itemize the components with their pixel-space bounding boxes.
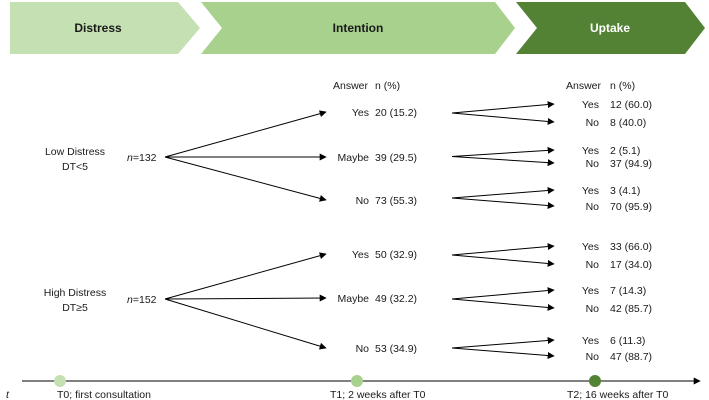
uptake-count: 70 (95.9) [610, 201, 652, 213]
intention-answer-header: Answer [333, 80, 369, 92]
uptake-count: 8 (40.0) [610, 117, 646, 129]
group-threshold: DT≥5 [62, 302, 88, 314]
uptake-arrow [451, 112, 555, 125]
uptake-arrow [451, 298, 555, 311]
uptake-answer: No [586, 201, 600, 213]
uptake-arrow [451, 287, 555, 300]
uptake-arrow [451, 254, 555, 267]
intention-answer: Maybe [337, 152, 369, 164]
uptake-count: 6 (11.3) [610, 335, 645, 347]
stage-uptake-label: Uptake [590, 21, 630, 35]
intention-arrow [164, 156, 327, 202]
intention-count: 53 (34.9) [375, 343, 417, 355]
group-threshold: DT<5 [62, 161, 88, 173]
uptake-count: 17 (34.0) [610, 259, 652, 271]
uptake-arrow [451, 347, 555, 359]
uptake-answer: Yes [582, 285, 599, 297]
group-n: n=152 [127, 294, 157, 306]
uptake-count: 33 (66.0) [610, 241, 652, 253]
uptake-answer: No [586, 117, 600, 129]
uptake-count: 42 (85.7) [610, 303, 652, 315]
intention-arrow [164, 298, 327, 350]
uptake-answer: No [586, 259, 600, 271]
uptake-answer: No [586, 351, 600, 363]
intention-arrow [164, 110, 327, 158]
uptake-answer: No [586, 303, 600, 315]
intention-answer: Yes [352, 107, 369, 119]
intention-arrow [164, 252, 327, 300]
intention-answer: No [356, 195, 370, 207]
timeline-dot-t1 [351, 375, 363, 387]
intention-n-header: n (%) [375, 80, 400, 92]
uptake-count: 2 (5.1) [610, 145, 640, 157]
uptake-count: 47 (88.7) [610, 351, 652, 363]
group-label: Low Distress [45, 146, 105, 158]
intention-count: 50 (32.9) [375, 249, 417, 261]
timeline-label-t1: T1; 2 weeks after T0 [330, 389, 426, 400]
group-n: n=132 [127, 152, 157, 164]
uptake-arrow [451, 337, 555, 349]
uptake-arrow [451, 146, 555, 157]
uptake-answer: Yes [582, 335, 599, 347]
uptake-n-header: n (%) [610, 80, 635, 92]
uptake-arrow [451, 156, 555, 167]
uptake-answer: No [586, 158, 600, 170]
uptake-answer: Yes [582, 185, 599, 197]
timeline-label-t2: T2; 16 weeks after T0 [567, 389, 669, 400]
group-n-value: =132 [133, 152, 157, 164]
uptake-count: 7 (14.3) [610, 285, 646, 297]
intention-answer: Maybe [337, 293, 369, 305]
uptake-arrow [451, 197, 555, 209]
intention-count: 39 (29.5) [375, 152, 417, 164]
uptake-answer-header: Answer [566, 80, 602, 92]
intention-arrow [164, 294, 327, 302]
stage-uptake-chevron [516, 2, 705, 54]
group-n-prefix: n [127, 294, 133, 306]
stage-intention-label: Intention [333, 21, 384, 35]
group-label: High Distress [44, 287, 106, 299]
timeline-dot-t2 [589, 375, 601, 387]
intention-answer: No [356, 343, 370, 355]
uptake-answer: Yes [582, 241, 599, 253]
uptake-arrow [451, 101, 555, 114]
uptake-count: 12 (60.0) [610, 99, 652, 111]
uptake-count: 37 (94.9) [610, 158, 652, 170]
intention-count: 49 (32.2) [375, 293, 417, 305]
stage-distress-chevron [10, 2, 200, 54]
intention-answer: Yes [352, 249, 369, 261]
timeline-axis-label: t [6, 389, 10, 400]
uptake-arrow [451, 187, 555, 199]
uptake-arrow [451, 243, 555, 256]
timeline-dot-t0 [54, 375, 66, 387]
group-n-value: =152 [133, 294, 157, 306]
group-n-prefix: n [127, 152, 133, 164]
uptake-count: 3 (4.1) [610, 185, 640, 197]
stage-distress-label: Distress [74, 21, 122, 35]
stage-intention-chevron [201, 2, 515, 54]
intention-count: 73 (55.3) [375, 195, 417, 207]
uptake-answer: Yes [582, 145, 599, 157]
timeline-label-t0: T0; first consultation [57, 389, 151, 400]
intention-count: 20 (15.2) [375, 107, 417, 119]
uptake-answer: Yes [582, 99, 599, 111]
